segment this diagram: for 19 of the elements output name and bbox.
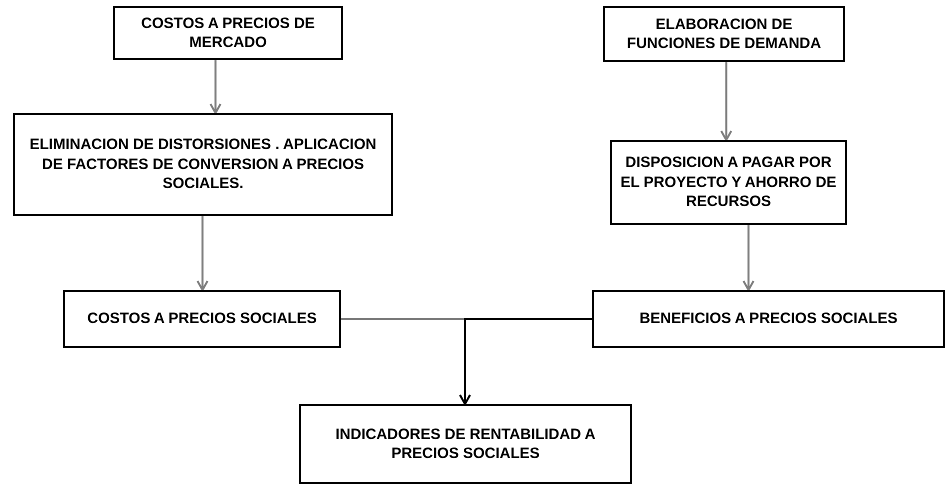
box-label: INDICADORES DE RENTABILIDAD A PRECIOS SOCIALES <box>334 424 596 464</box>
box-label: ELABORACION DE FUNCIONES DE DEMANDA <box>626 14 822 54</box>
arrow <box>196 216 208 291</box>
box-label: ELIMINACION DE DISTORSIONES . APLICACION DE FACTORES DE CONVERSION A PRECIOS SOCIALES. <box>28 135 378 194</box>
box-label: DISPOSICION A PAGAR POR EL PROYECTO Y AHORRO DE RECURSOS <box>620 153 837 212</box>
process-box <box>592 290 945 348</box>
process-box <box>610 140 847 225</box>
process-box <box>299 404 632 484</box>
arrow <box>459 318 592 405</box>
arrow <box>742 225 754 291</box>
arrow <box>210 60 222 114</box>
process-box <box>603 6 845 62</box>
process-box <box>13 113 393 216</box>
process-box <box>113 6 343 60</box>
process-box <box>63 290 341 348</box>
box-label: COSTOS A PRECIOS DE MERCADO <box>140 14 316 52</box>
box-label: COSTOS A PRECIOS SOCIALES <box>87 309 317 329</box>
box-label: BENEFICIOS A PRECIOS SOCIALES <box>639 309 898 329</box>
arrow <box>720 62 732 141</box>
